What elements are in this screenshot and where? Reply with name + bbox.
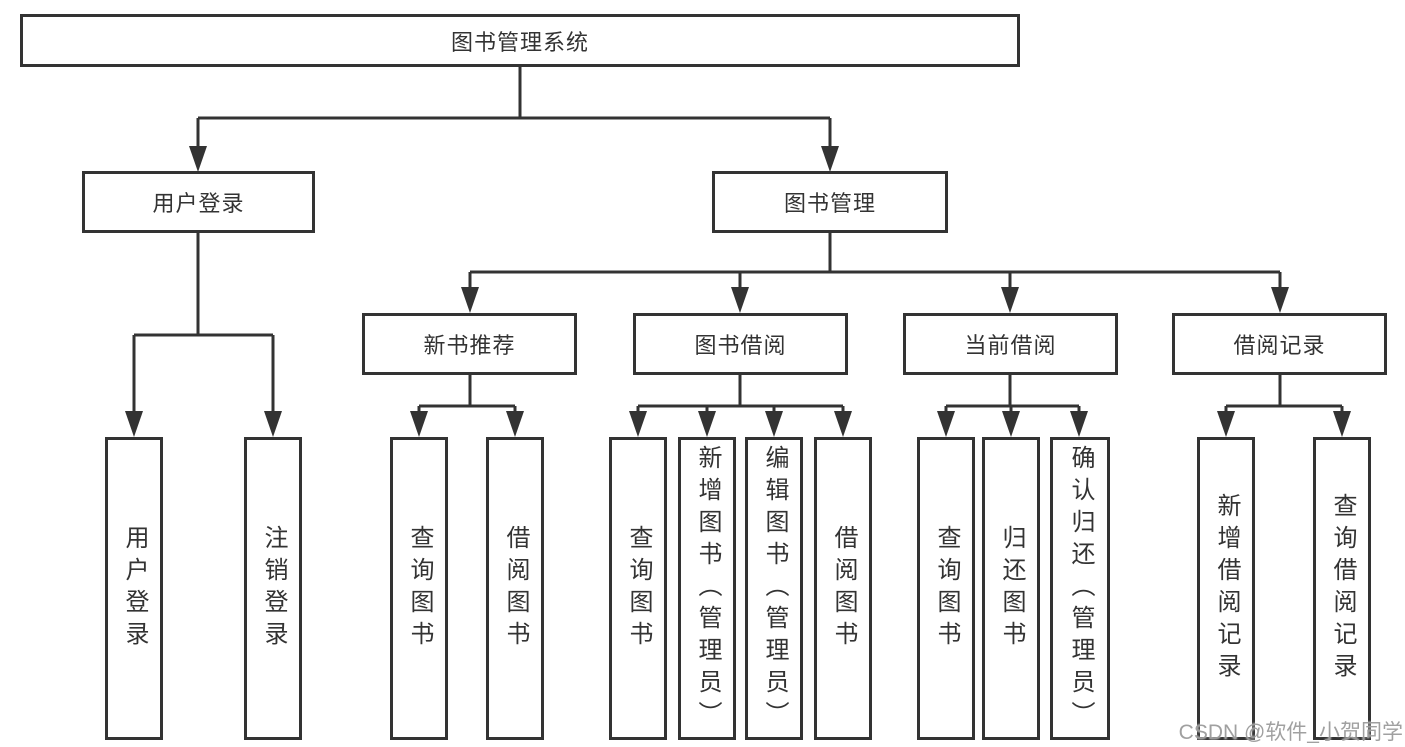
node-new-book-recommend: 新书推荐: [362, 313, 577, 375]
node-label: 用户登录: [121, 524, 148, 653]
node-label: 借阅图书: [502, 524, 529, 653]
node-label: 新书推荐: [423, 333, 516, 358]
node-label: 图书借阅: [694, 333, 787, 358]
node-book-management: 图书管理: [712, 171, 948, 233]
connector-paths: [132, 67, 1344, 415]
node-label: 借阅图书: [830, 524, 857, 653]
leaf-logout: 注销登录: [244, 437, 302, 740]
node-label: 新增图书（管理员）: [694, 444, 721, 733]
node-label: 图书管理: [783, 191, 876, 216]
leaf-return-books: 归还图书: [982, 437, 1040, 740]
node-library-management-system: 图书管理系统: [20, 14, 1020, 67]
node-book-borrow: 图书借阅: [633, 313, 848, 375]
leaf-user-login: 用户登录: [105, 437, 163, 740]
node-label: 编辑图书（管理员）: [761, 444, 788, 733]
leaf-confirm-return-admin: 确认归还（管理员）: [1050, 437, 1110, 740]
node-label: 查询图书: [406, 524, 433, 653]
leaf-query-books-current: 查询图书: [917, 437, 975, 740]
leaf-borrow-books-recommend: 借阅图书: [486, 437, 544, 740]
leaf-add-borrow-record: 新增借阅记录: [1197, 437, 1255, 740]
node-label: 新增借阅记录: [1213, 492, 1240, 685]
node-label: 用户登录: [152, 191, 245, 216]
csdn-watermark: CSDN @软件_小贺同学: [1178, 721, 1403, 744]
leaf-query-books-borrow: 查询图书: [609, 437, 667, 740]
node-label: 归还图书: [998, 524, 1025, 653]
node-user-login: 用户登录: [82, 171, 315, 233]
leaf-query-borrow-record: 查询借阅记录: [1313, 437, 1371, 740]
leaf-query-books-recommend: 查询图书: [390, 437, 448, 740]
node-current-borrow: 当前借阅: [903, 313, 1118, 375]
leaf-add-books-admin: 新增图书（管理员）: [678, 437, 736, 740]
leaf-edit-books-admin: 编辑图书（管理员）: [745, 437, 803, 740]
node-label: 图书管理系统: [450, 29, 589, 55]
arrowheads: [125, 146, 1351, 437]
node-label: 查询借阅记录: [1329, 492, 1356, 685]
node-label: 确认归还（管理员）: [1067, 444, 1094, 733]
node-label: 查询图书: [625, 524, 652, 653]
leaf-borrow-books: 借阅图书: [814, 437, 872, 740]
node-borrow-records: 借阅记录: [1172, 313, 1387, 375]
node-label: 查询图书: [933, 524, 960, 653]
node-label: 借阅记录: [1233, 333, 1326, 358]
node-label: 当前借阅: [964, 333, 1057, 358]
node-label: 注销登录: [260, 524, 287, 653]
